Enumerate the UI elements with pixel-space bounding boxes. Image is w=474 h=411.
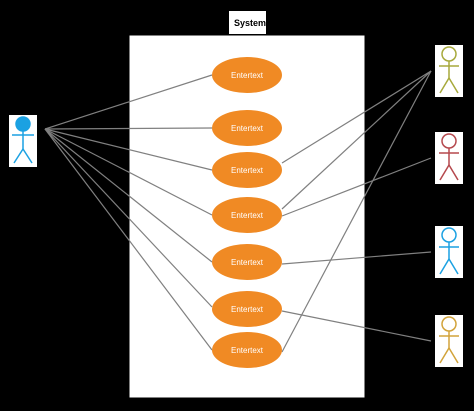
use-case-5 (212, 244, 282, 280)
connector-right1-uc7 (281, 70, 432, 353)
connector-left-uc2 (44, 127, 213, 130)
connector-left-uc4 (44, 128, 213, 216)
use-case-4 (212, 197, 282, 233)
use-case-5-label: Entertext (231, 258, 264, 267)
actor-right-3 (435, 226, 463, 278)
use-case-2 (212, 110, 282, 146)
actor-right-1 (435, 45, 463, 97)
stick-figure-icon (12, 116, 34, 164)
actor-left (9, 115, 37, 167)
connector-left-uc7 (44, 128, 213, 351)
use-case-7-label: Entertext (231, 346, 264, 355)
use-case-7 (212, 332, 282, 368)
system-title: System (234, 18, 266, 28)
connector-right4-uc6 (281, 310, 432, 342)
connector-right1-uc4 (281, 70, 432, 210)
use-case-2-label: Entertext (231, 124, 264, 133)
connector-left-uc1 (44, 74, 213, 130)
connector-left-uc6 (44, 128, 213, 308)
actor-right-2 (435, 132, 463, 184)
actor-right-4 (435, 315, 463, 367)
use-case-3-label: Entertext (231, 166, 264, 175)
connector-right2-uc4 (281, 157, 432, 217)
use-cases: Entertext Entertext Entertext Entertext … (212, 57, 282, 368)
stick-figure-icon (439, 227, 459, 275)
stick-figure-icon (439, 46, 459, 94)
use-case-3 (212, 152, 282, 188)
use-case-6 (212, 291, 282, 327)
use-case-6-label: Entertext (231, 305, 264, 314)
connector-right1-uc3 (281, 70, 432, 164)
connector-left-uc3 (44, 128, 213, 171)
use-case-4-label: Entertext (231, 211, 264, 220)
use-case-1-label: Entertext (231, 71, 264, 80)
stick-figure-icon (439, 133, 459, 181)
connector-right3-uc5 (281, 251, 432, 265)
connectors (44, 70, 432, 353)
connector-left-uc5 (44, 128, 213, 263)
system-title-box (229, 11, 266, 34)
use-case-1 (212, 57, 282, 93)
stick-figure-icon (439, 316, 459, 364)
